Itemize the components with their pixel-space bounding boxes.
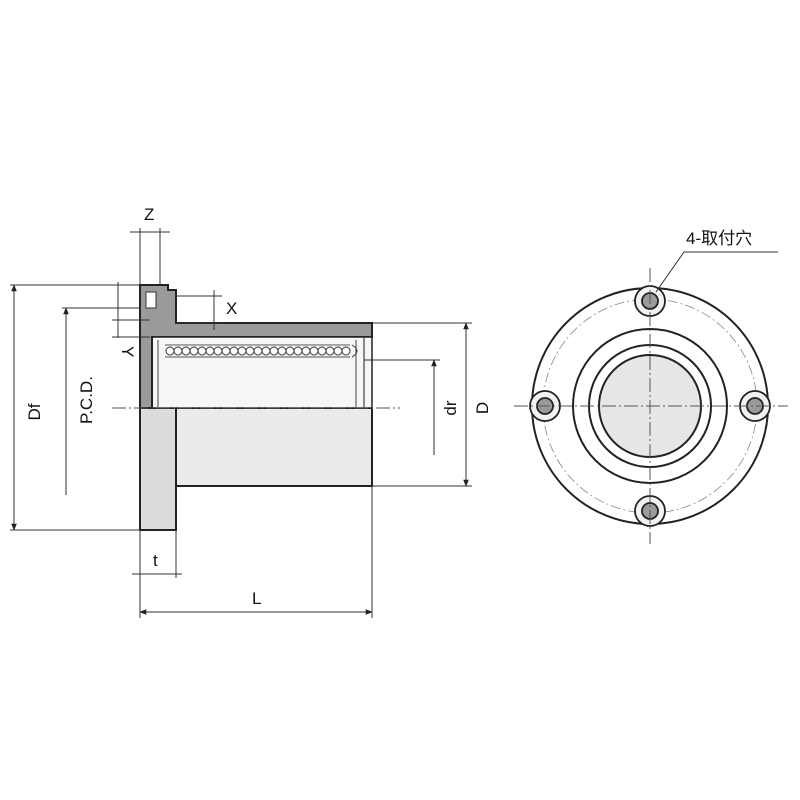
label-z: Z <box>144 205 154 224</box>
label-df: Df <box>25 403 44 420</box>
side-view: Z X Y Df P.C.D. dr D t L <box>10 205 492 618</box>
front-view: 4-取付穴 <box>514 229 788 544</box>
body-lower <box>175 407 373 487</box>
ball-row <box>165 344 358 358</box>
flange-lower <box>139 407 177 531</box>
label-pcd: P.C.D. <box>77 376 96 424</box>
label-y: Y <box>118 346 137 357</box>
side-mount-hole <box>145 291 157 309</box>
label-holes: 4-取付穴 <box>686 229 752 248</box>
label-x: X <box>226 299 237 318</box>
label-dr: dr <box>441 400 460 415</box>
label-l: L <box>252 589 261 608</box>
label-d: D <box>473 402 492 414</box>
label-t: t <box>153 551 158 570</box>
holes-leader <box>655 251 778 293</box>
